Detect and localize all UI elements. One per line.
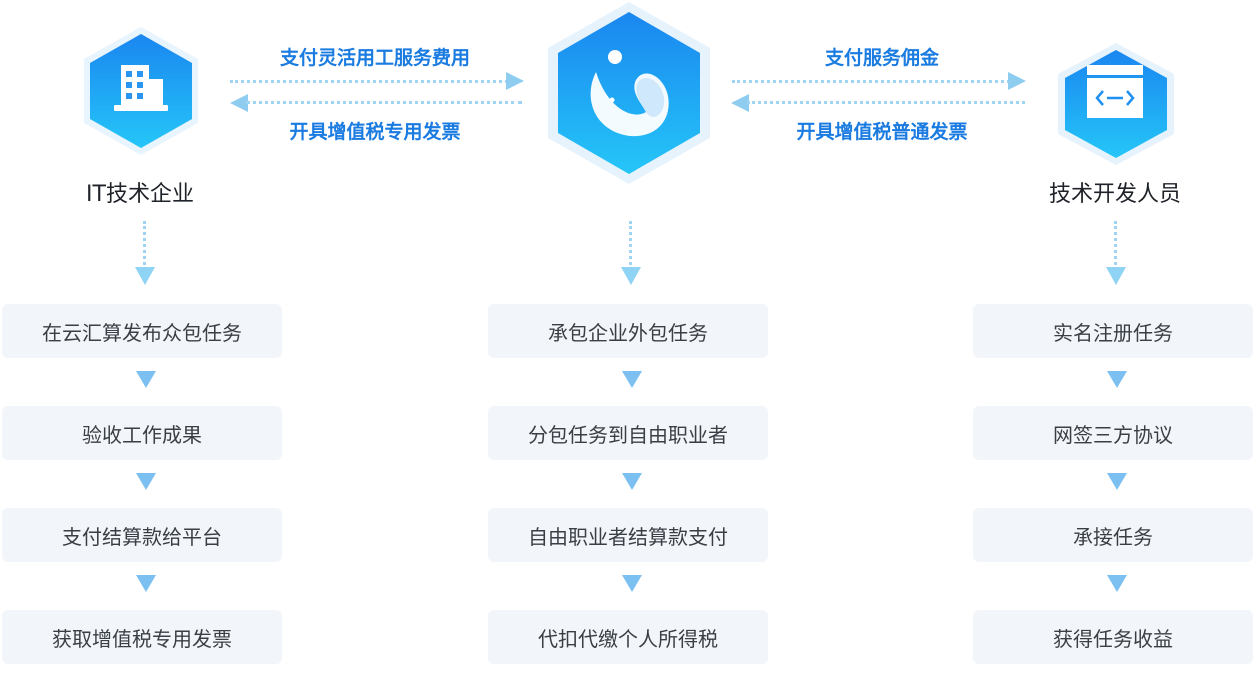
right-step-arrow-3 — [1107, 575, 1127, 592]
platform-logo-icon — [548, 2, 710, 184]
flow-left-bottom-label: 开具增值税专用发票 — [289, 121, 461, 143]
flow-left-bottom-arrow — [230, 94, 248, 112]
right-step-arrow-2 — [1107, 473, 1127, 490]
center-step-2: 分包任务到自由职业者 — [488, 406, 768, 460]
left-step-3: 支付结算款给平台 — [2, 508, 282, 562]
left-connector-arrow — [135, 267, 155, 285]
left-step-2: 验收工作成果 — [2, 406, 282, 460]
flow-left-top-line — [230, 80, 508, 83]
code-window-icon — [1058, 43, 1174, 165]
right-connector-line — [1114, 221, 1117, 265]
center-step-arrow-1 — [622, 371, 642, 388]
center-connector-line — [629, 221, 632, 265]
center-step-arrow-2 — [622, 473, 642, 490]
right-step-2: 网签三方协议 — [973, 406, 1253, 460]
right-connector-arrow — [1106, 267, 1126, 285]
left-step-4: 获取增值税专用发票 — [2, 610, 282, 664]
center-step-4: 代扣代缴个人所得税 — [488, 610, 768, 664]
it-enterprise-label: IT技术企业 — [86, 182, 194, 207]
flow-left-top-label: 支付灵活用工服务费用 — [279, 47, 470, 69]
flow-right-top-label: 支付服务佣金 — [824, 47, 939, 69]
flow-right-bottom-line — [747, 101, 1025, 104]
flow-right-bottom-arrow — [731, 94, 749, 112]
left-step-1: 在云汇算发布众包任务 — [2, 304, 282, 358]
developer-label: 技术开发人员 — [1048, 182, 1181, 207]
center-step-arrow-3 — [622, 575, 642, 592]
right-step-3: 承接任务 — [973, 508, 1253, 562]
left-step-arrow-1 — [136, 371, 156, 388]
developer-node — [1054, 41, 1178, 167]
flow-right-top-arrow — [1008, 72, 1026, 90]
right-step-4: 获得任务收益 — [973, 610, 1253, 664]
flow-right-bottom-label: 开具增值税普通发票 — [796, 121, 968, 143]
left-step-arrow-2 — [136, 473, 156, 490]
center-step-3: 自由职业者结算款支付 — [488, 508, 768, 562]
flow-right-top-line — [732, 80, 1010, 83]
left-connector-line — [143, 221, 146, 265]
right-step-1: 实名注册任务 — [973, 304, 1253, 358]
left-step-arrow-3 — [136, 575, 156, 592]
right-step-arrow-1 — [1107, 371, 1127, 388]
platform-node — [546, 0, 712, 186]
building-icon — [84, 27, 198, 155]
it-enterprise-node — [80, 25, 202, 157]
center-connector-arrow — [621, 267, 641, 285]
center-step-1: 承包企业外包任务 — [488, 304, 768, 358]
flow-left-bottom-line — [246, 101, 522, 104]
flow-left-top-arrow — [506, 72, 524, 90]
